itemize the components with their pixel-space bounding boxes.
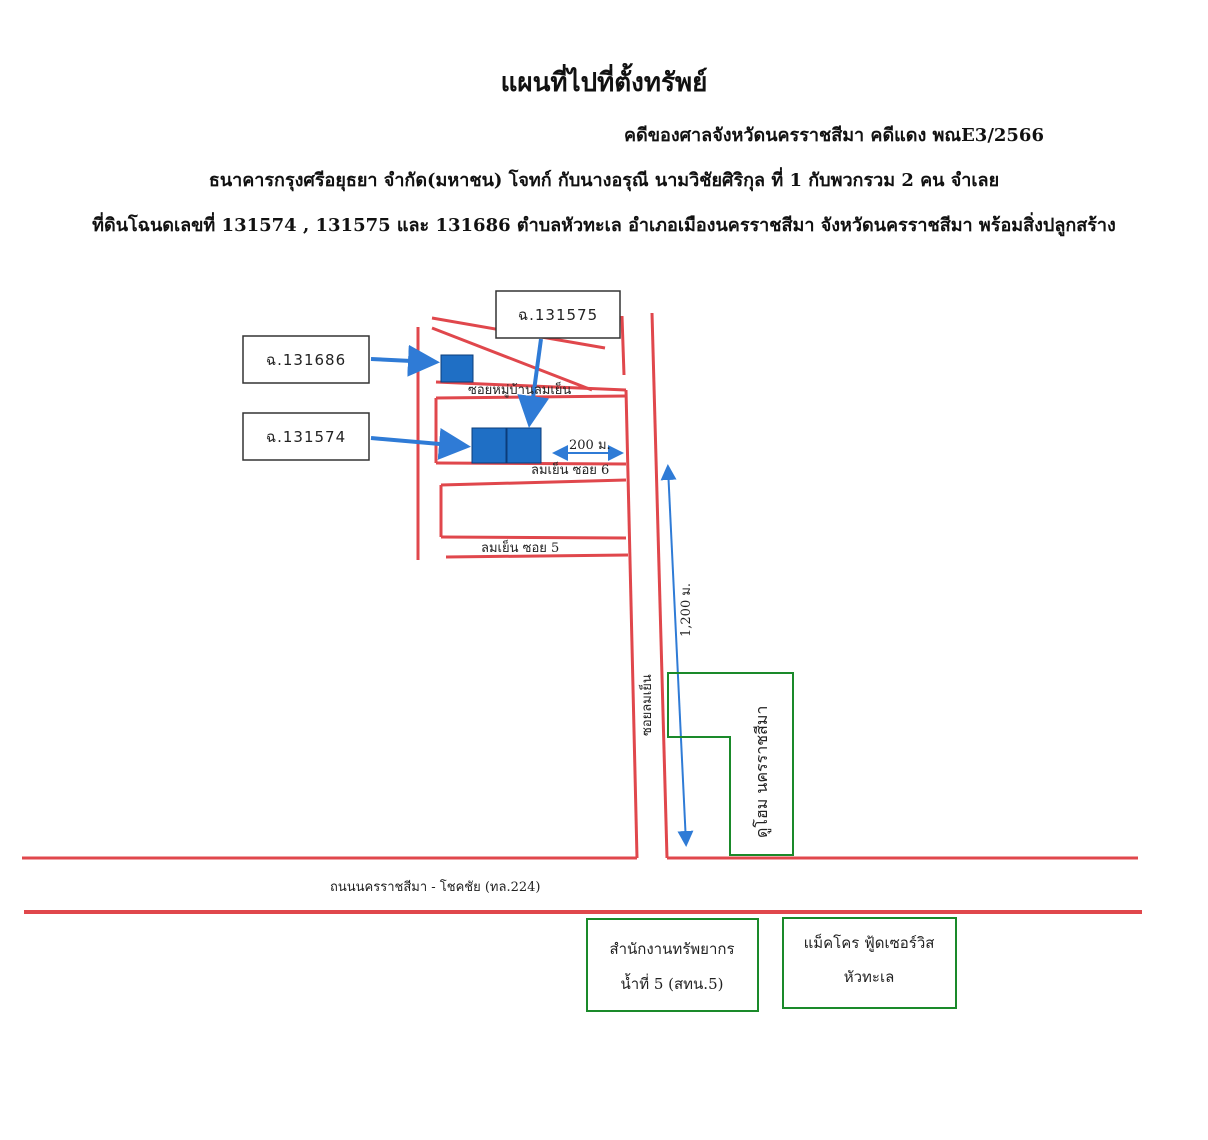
water-office-line2: น้ำที่ 5 (สทน.5) [621,973,724,993]
makro-line2: หัวทะเล [844,968,895,986]
water-office-line1: สำนักงานทรัพยากร [609,940,734,958]
arrow-131686 [370,344,440,377]
callout-131686-box [242,335,370,384]
soi-lom-yen-east-edge [650,312,669,859]
label-200m: 200 ม. [569,438,611,453]
callout-131574-box [242,412,370,461]
label-soi-village: ซอยหมู่บ้านลมเย็น [468,380,571,398]
distance-1200-arrow [660,464,694,847]
label-lom-yen-soi-6: ลมเย็น ซอย 6 [531,460,609,478]
dohome-outline [667,672,794,856]
label-lom-yen-soi-5: ลมเย็น ซอย 5 [481,538,559,556]
plot-131686 [440,354,474,383]
label-main-road: ถนนนครราชสีมา - โชคชัย (ทล.224) [330,879,540,895]
soi-top-segment [620,315,626,376]
diagonal-road-lower [431,326,593,392]
label-dohome: ดูโฮม นครราชสีมา [752,706,772,838]
makro-box [782,917,957,1009]
soi-village-north-edge [435,380,627,392]
callout-131575-box [495,290,621,339]
land-line: ที่ดินโฉนดเลขที่ 131574 , 131575 และ 131… [92,215,1116,236]
plot-131574 [471,427,507,464]
soi-5-north-edge [440,535,627,540]
soi-5-south-edge [445,553,629,559]
callout-131575-label: ฉ.131575 [518,306,598,324]
arrow-131575 [517,338,550,428]
makro-line1: แม็คโคร ฟู้ดเซอร์วิส [804,933,935,952]
parties-line: ธนาคารกรุงศรีอยุธยา จำกัด(มหาชน) โจทก์ ก… [208,170,1000,191]
callout-131686-label: ฉ.131686 [266,351,346,369]
plot-131575 [506,427,542,464]
label-1200m: 1,200 ม. [679,583,694,637]
soi-6-south-edge [440,478,627,487]
label-soi-lom-yen: ซอยลมเย็น [637,674,655,736]
arrow-131574 [370,427,471,460]
case-line: คดีของศาลจังหวัดนครราชสีมา คดีแดง พณE3/2… [624,125,1044,146]
water-office-box [586,918,759,1012]
soi-lom-yen-west-edge [624,389,639,859]
map-title: แผนที่ไปที่ตั้งทรัพย์ [500,68,708,98]
callout-131574-label: ฉ.131574 [266,428,346,446]
